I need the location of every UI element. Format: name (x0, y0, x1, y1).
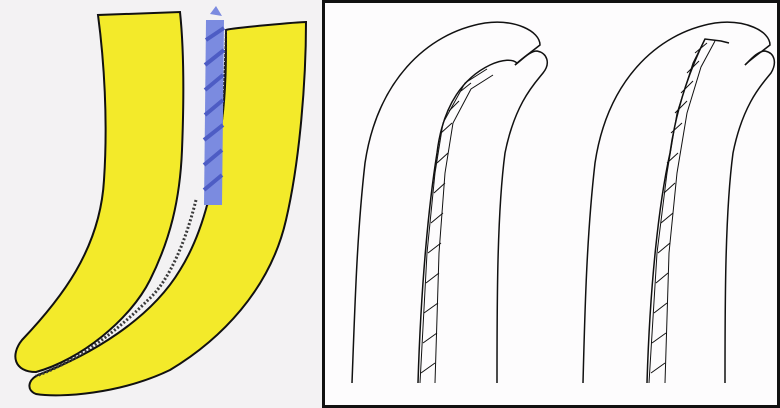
canal-hatch-1 (420, 69, 493, 383)
tooth-outline-1 (352, 22, 547, 383)
right-panel (322, 0, 780, 408)
left-illustration (0, 0, 322, 408)
twisted-file-icon (204, 6, 224, 205)
right-illustration (325, 3, 777, 405)
canal-hatch-2 (649, 39, 715, 383)
left-panel (0, 0, 322, 408)
tooth-outline-2 (583, 22, 774, 383)
